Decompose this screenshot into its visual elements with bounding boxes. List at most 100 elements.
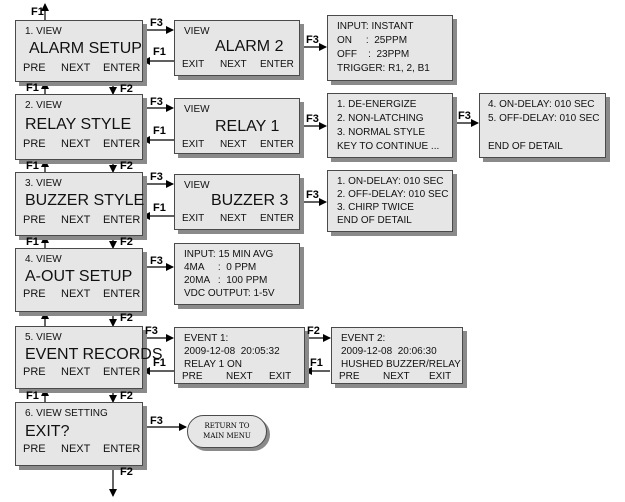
lcd-event-1: EVENT 1: 2009-12-08 20:05:32 RELAY 1 ON … (174, 327, 305, 384)
key-label-f1: F1 (153, 46, 166, 58)
softkey-enter[interactable]: ENTER (260, 59, 294, 70)
screen-title: 3. VIEW (25, 178, 62, 189)
screen-name: BUZZER STYLE (25, 192, 145, 209)
softkey-next[interactable]: NEXT (61, 366, 91, 378)
key-label-f2: F2 (120, 83, 133, 95)
screen-name: RELAY 1 (215, 118, 280, 135)
event-line: RELAY 1 ON (184, 359, 242, 370)
softkey-next[interactable]: NEXT (383, 371, 410, 382)
softkey-next[interactable]: NEXT (61, 138, 91, 150)
event-line: 2009-12-08 20:05:32 (184, 346, 280, 357)
detail-line: 3. CHIRP TWICE (337, 202, 414, 213)
screen-name: ALARM 2 (215, 38, 284, 55)
softkey-pre[interactable]: PRE (23, 366, 46, 378)
screen-title: 1. VIEW (25, 26, 62, 37)
softkey-pre[interactable]: PRE (23, 138, 46, 150)
key-label-f2: F2 (120, 390, 133, 402)
softkey-enter[interactable]: ENTER (103, 288, 141, 300)
key-label-f3: F3 (150, 255, 163, 267)
screen-title: 2. VIEW (25, 100, 62, 111)
detail-line: 1. ON-DELAY: 010 SEC (337, 176, 444, 187)
detail-line: KEY TO CONTINUE ... (337, 141, 440, 152)
softkey-exit[interactable]: EXIT (429, 371, 452, 382)
key-label-f1: F1 (310, 357, 323, 369)
lcd-buzzer-3: VIEW BUZZER 3 EXIT NEXT ENTER (174, 174, 300, 230)
softkey-enter[interactable]: ENTER (260, 139, 294, 150)
terminal-line-2: MAIN MENU (203, 431, 251, 440)
detail-line: ON : 25PPM (337, 35, 408, 46)
lcd-view-setting-exit: 6. VIEW SETTING EXIT? PRE NEXT ENTER (15, 402, 143, 466)
softkey-enter[interactable]: ENTER (103, 138, 141, 150)
lcd-alarm-2: VIEW ALARM 2 EXIT NEXT ENTER (174, 20, 300, 76)
lcd-buzzer-detail: 1. ON-DELAY: 010 SEC 2. OFF-DELAY: 010 S… (327, 170, 453, 232)
screen-title: VIEW (184, 104, 210, 115)
softkey-exit[interactable]: EXIT (182, 59, 205, 70)
softkey-pre[interactable]: PRE (23, 214, 46, 226)
softkey-pre[interactable]: PRE (23, 288, 46, 300)
lcd-alarm-detail: INPUT: INSTANT ON : 25PPM OFF : 23PPM TR… (327, 15, 453, 81)
softkey-next[interactable]: NEXT (220, 139, 247, 150)
softkey-exit[interactable]: EXIT (182, 213, 205, 224)
key-label-f1: F1 (153, 202, 166, 214)
key-label-f3: F3 (150, 17, 163, 29)
key-label-f3: F3 (306, 189, 319, 201)
softkey-pre[interactable]: PRE (23, 443, 46, 455)
softkey-next[interactable]: NEXT (61, 443, 91, 455)
softkey-enter[interactable]: ENTER (103, 62, 141, 74)
key-label-f3: F3 (145, 325, 158, 337)
softkey-next[interactable]: NEXT (226, 371, 253, 382)
key-label-f1: F1 (153, 357, 166, 369)
screen-title: VIEW (184, 26, 210, 37)
softkey-enter[interactable]: ENTER (103, 214, 141, 226)
lcd-event-records: 5. VIEW EVENT RECORDS PRE NEXT ENTER (15, 326, 163, 389)
screen-name: ALARM SETUP (29, 40, 142, 57)
key-label-f1: F1 (153, 125, 166, 137)
detail-line: 3. NORMAL STYLE (337, 127, 425, 138)
softkey-next[interactable]: NEXT (61, 288, 91, 300)
return-to-main-menu-terminal: RETURN TO MAIN MENU (187, 415, 267, 448)
key-label-f2: F2 (120, 312, 133, 324)
detail-line: 20MA : 100 PPM (184, 275, 268, 286)
softkey-pre[interactable]: PRE (339, 371, 360, 382)
softkey-next[interactable]: NEXT (220, 59, 247, 70)
screen-title: 6. VIEW SETTING (25, 408, 108, 419)
detail-line: TRIGGER: R1, 2, B1 (337, 63, 430, 74)
softkey-next[interactable]: NEXT (61, 214, 91, 226)
screen-name: EXIT? (25, 423, 70, 440)
detail-line: 1. DE-ENERGIZE (337, 99, 417, 110)
softkey-pre[interactable]: PRE (23, 62, 46, 74)
key-label-f2: F2 (120, 466, 133, 478)
softkey-enter[interactable]: ENTER (103, 366, 141, 378)
key-label-f3: F3 (306, 34, 319, 46)
screen-title: VIEW (184, 180, 210, 191)
softkey-next[interactable]: NEXT (220, 213, 247, 224)
detail-line: VDC OUTPUT: 1-5V (184, 288, 275, 299)
lcd-a-out-setup: 4. VIEW A-OUT SETUP PRE NEXT ENTER (15, 248, 143, 312)
key-label-f1: F1 (26, 236, 39, 248)
softkey-enter[interactable]: ENTER (260, 213, 294, 224)
softkey-next[interactable]: NEXT (61, 62, 91, 74)
softkey-enter[interactable]: ENTER (103, 443, 141, 455)
softkey-pre[interactable]: PRE (182, 371, 203, 382)
detail-line: 5. OFF-DELAY: 010 SEC (488, 113, 600, 124)
softkey-exit[interactable]: EXIT (182, 139, 205, 150)
detail-line: INPUT: 15 MIN AVG (184, 249, 274, 260)
detail-line: 2. NON-LATCHING (337, 113, 424, 124)
softkey-exit[interactable]: EXIT (269, 371, 292, 382)
detail-line: 4MA : 0 PPM (184, 262, 257, 273)
key-label-f3: F3 (306, 113, 319, 125)
lcd-a-out-detail: INPUT: 15 MIN AVG 4MA : 0 PPM 20MA : 100… (174, 243, 300, 305)
detail-line: INPUT: INSTANT (337, 21, 414, 32)
lcd-relay-detail-more: 4. ON-DELAY: 010 SEC 5. OFF-DELAY: 010 S… (479, 93, 606, 158)
key-label-f3: F3 (150, 171, 163, 183)
key-label-f3: F3 (458, 110, 471, 122)
screen-title: 5. VIEW (25, 332, 62, 343)
screen-name: BUZZER 3 (211, 192, 289, 209)
key-label-f3: F3 (150, 415, 163, 427)
screen-title: 4. VIEW (25, 254, 62, 265)
key-label-f2: F2 (120, 160, 133, 172)
key-label-f1: F1 (31, 6, 44, 18)
lcd-relay-detail: 1. DE-ENERGIZE 2. NON-LATCHING 3. NORMAL… (327, 93, 453, 158)
screen-name: EVENT RECORDS (25, 346, 163, 363)
